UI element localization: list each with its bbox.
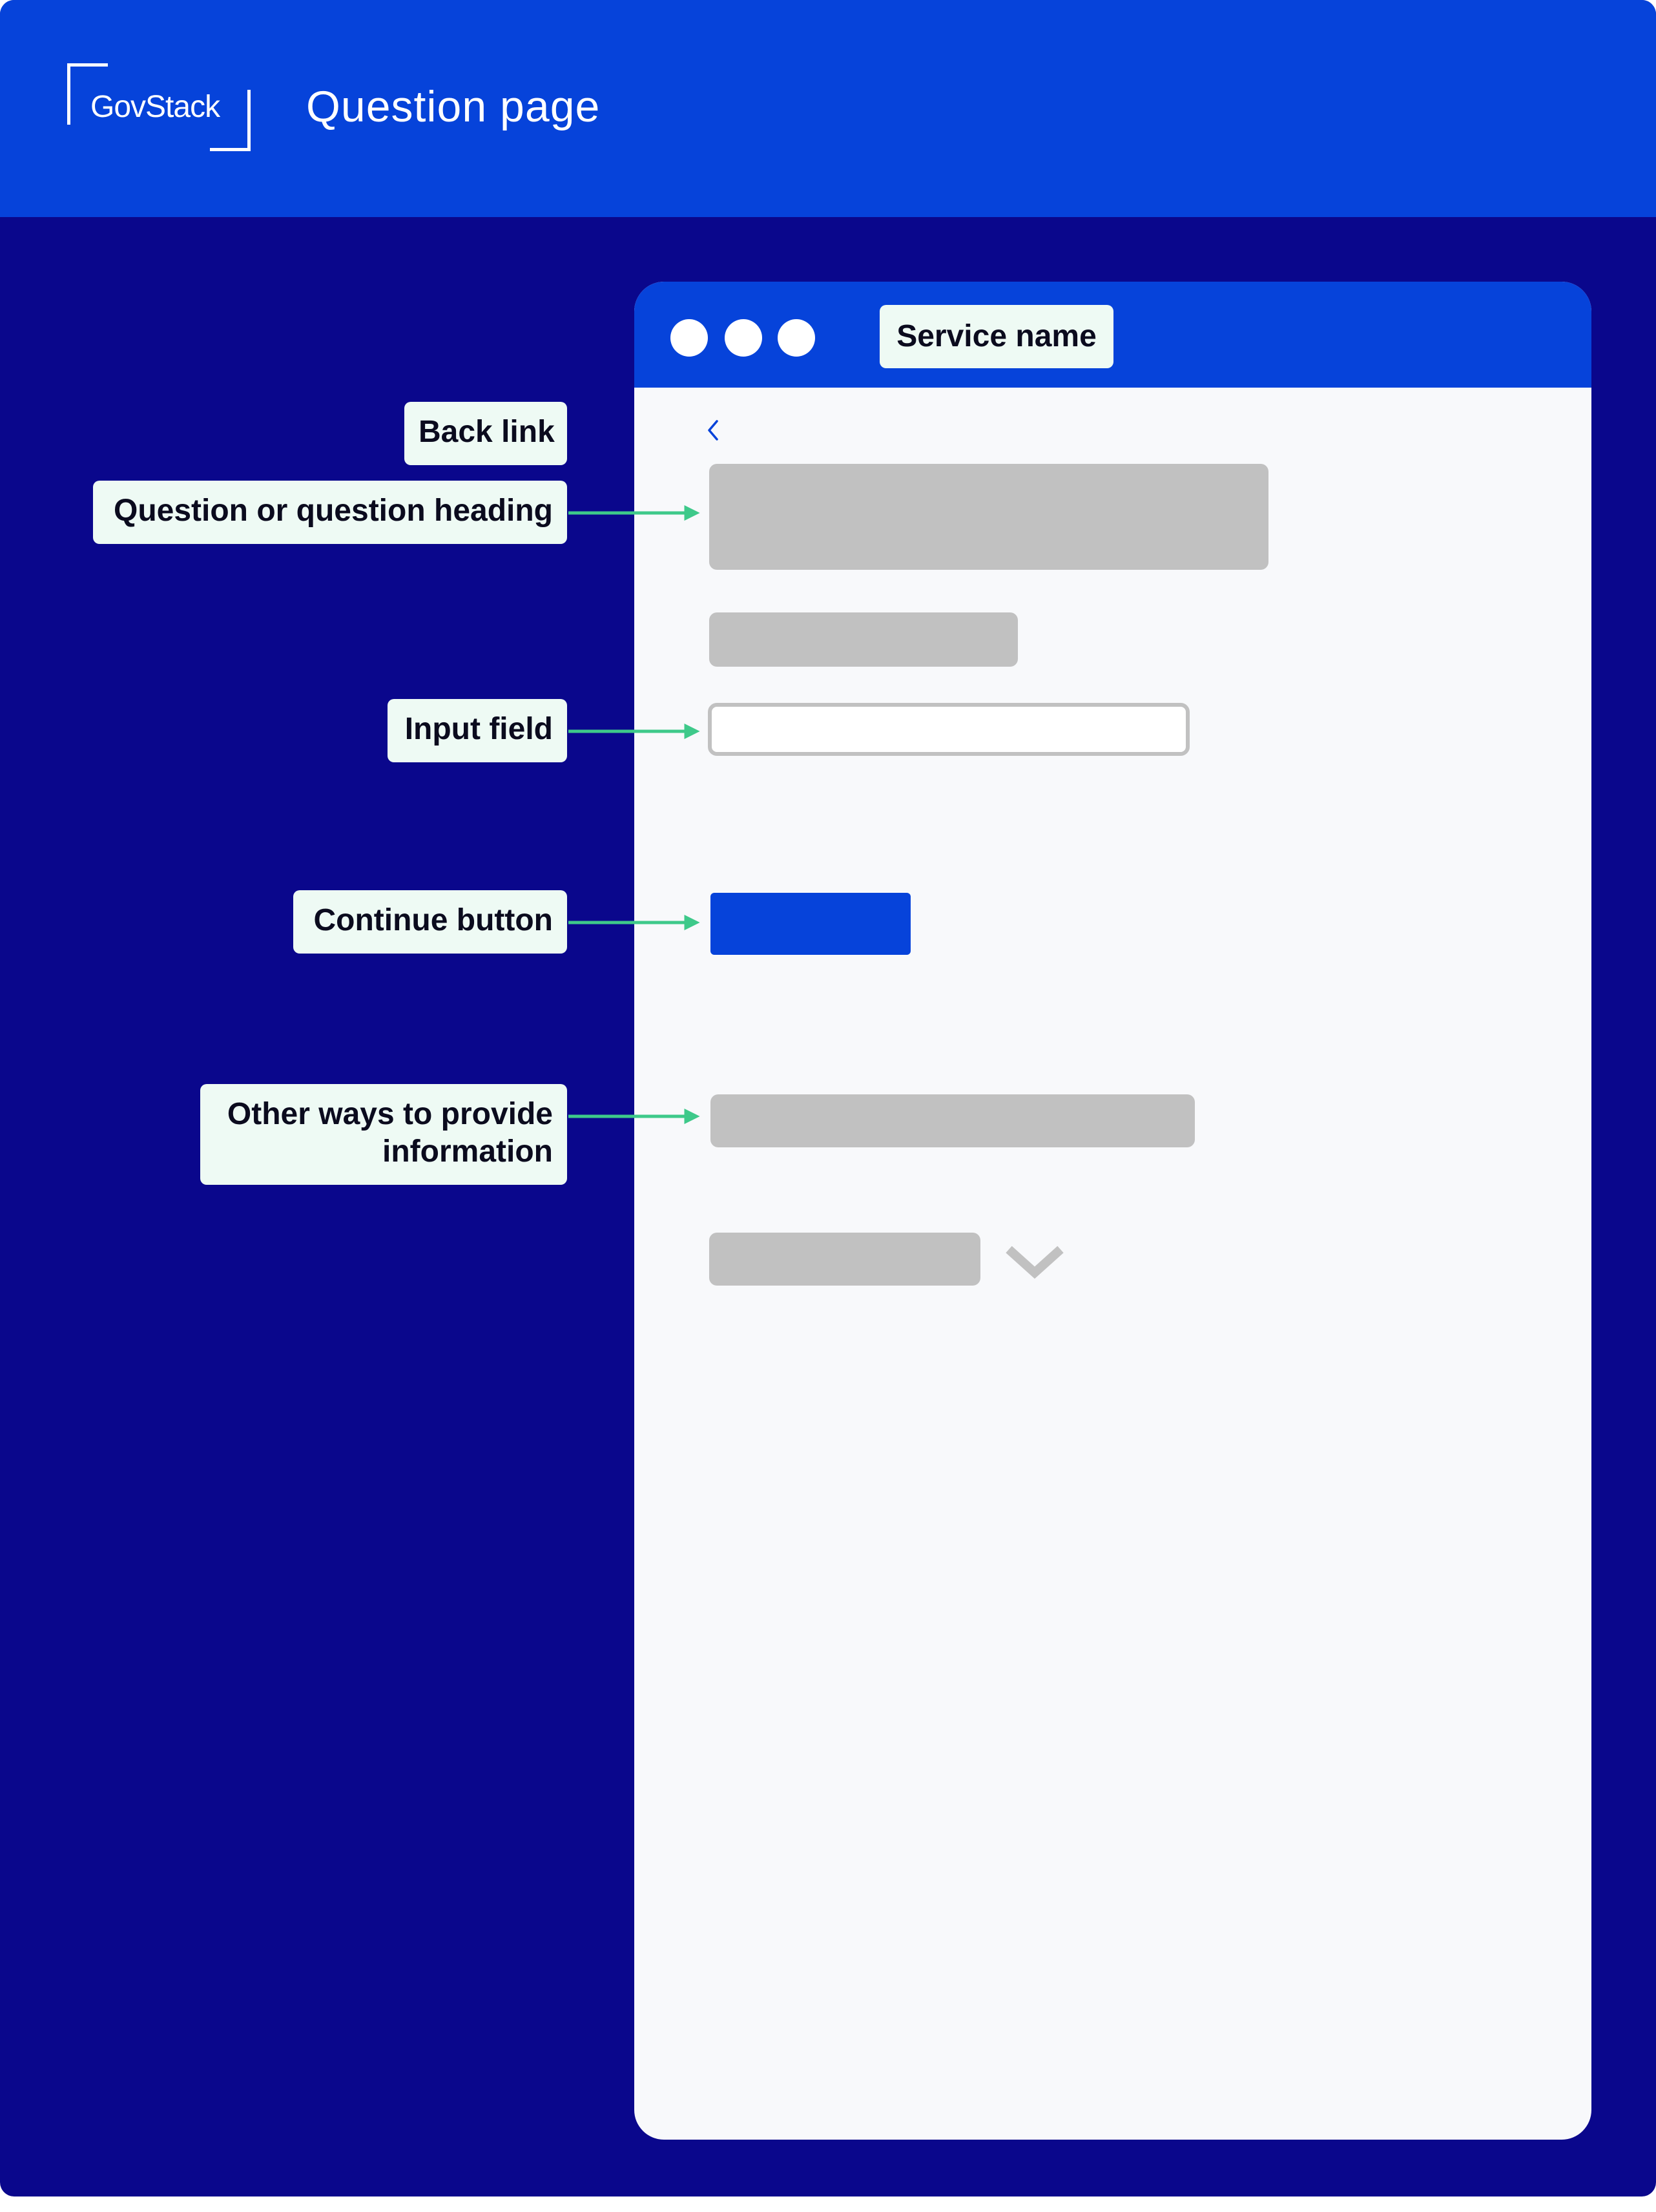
label-question-heading: Question or question heading — [93, 481, 567, 544]
govstack-logo: GovStack — [67, 63, 251, 151]
page-title: Question page — [306, 82, 601, 131]
window-dot-3 — [778, 319, 815, 357]
label-continue-button: Continue button — [293, 890, 567, 954]
label-other-ways-line-2: information — [382, 1134, 553, 1169]
hint-text-placeholder — [709, 612, 1018, 667]
label-input-field: Input field — [388, 699, 567, 762]
browser-window: Service name — [634, 282, 1591, 2140]
label-back-link: Back link — [404, 402, 567, 465]
window-dot-1 — [670, 319, 708, 357]
service-name: Service name — [880, 305, 1113, 368]
browser-title-bar: Service name — [634, 282, 1591, 388]
continue-button[interactable] — [710, 893, 911, 955]
window-dot-2 — [725, 319, 762, 357]
chevron-down-icon[interactable] — [1002, 1238, 1067, 1289]
logo-bracket-bottom-right — [210, 90, 251, 151]
label-other-ways: Other ways to provide information — [200, 1084, 567, 1185]
header-bar: GovStack Question page — [0, 0, 1656, 217]
input-field[interactable] — [708, 703, 1190, 756]
label-other-ways-line-1: Other ways to provide — [227, 1097, 553, 1131]
logo-bracket-top-left — [67, 63, 108, 125]
other-ways-link-placeholder[interactable] — [710, 1094, 1195, 1147]
question-heading-placeholder — [709, 464, 1268, 570]
chevron-left-icon[interactable] — [701, 417, 727, 443]
logo-text: GovStack — [90, 90, 220, 124]
details-summary-placeholder[interactable] — [709, 1233, 980, 1286]
